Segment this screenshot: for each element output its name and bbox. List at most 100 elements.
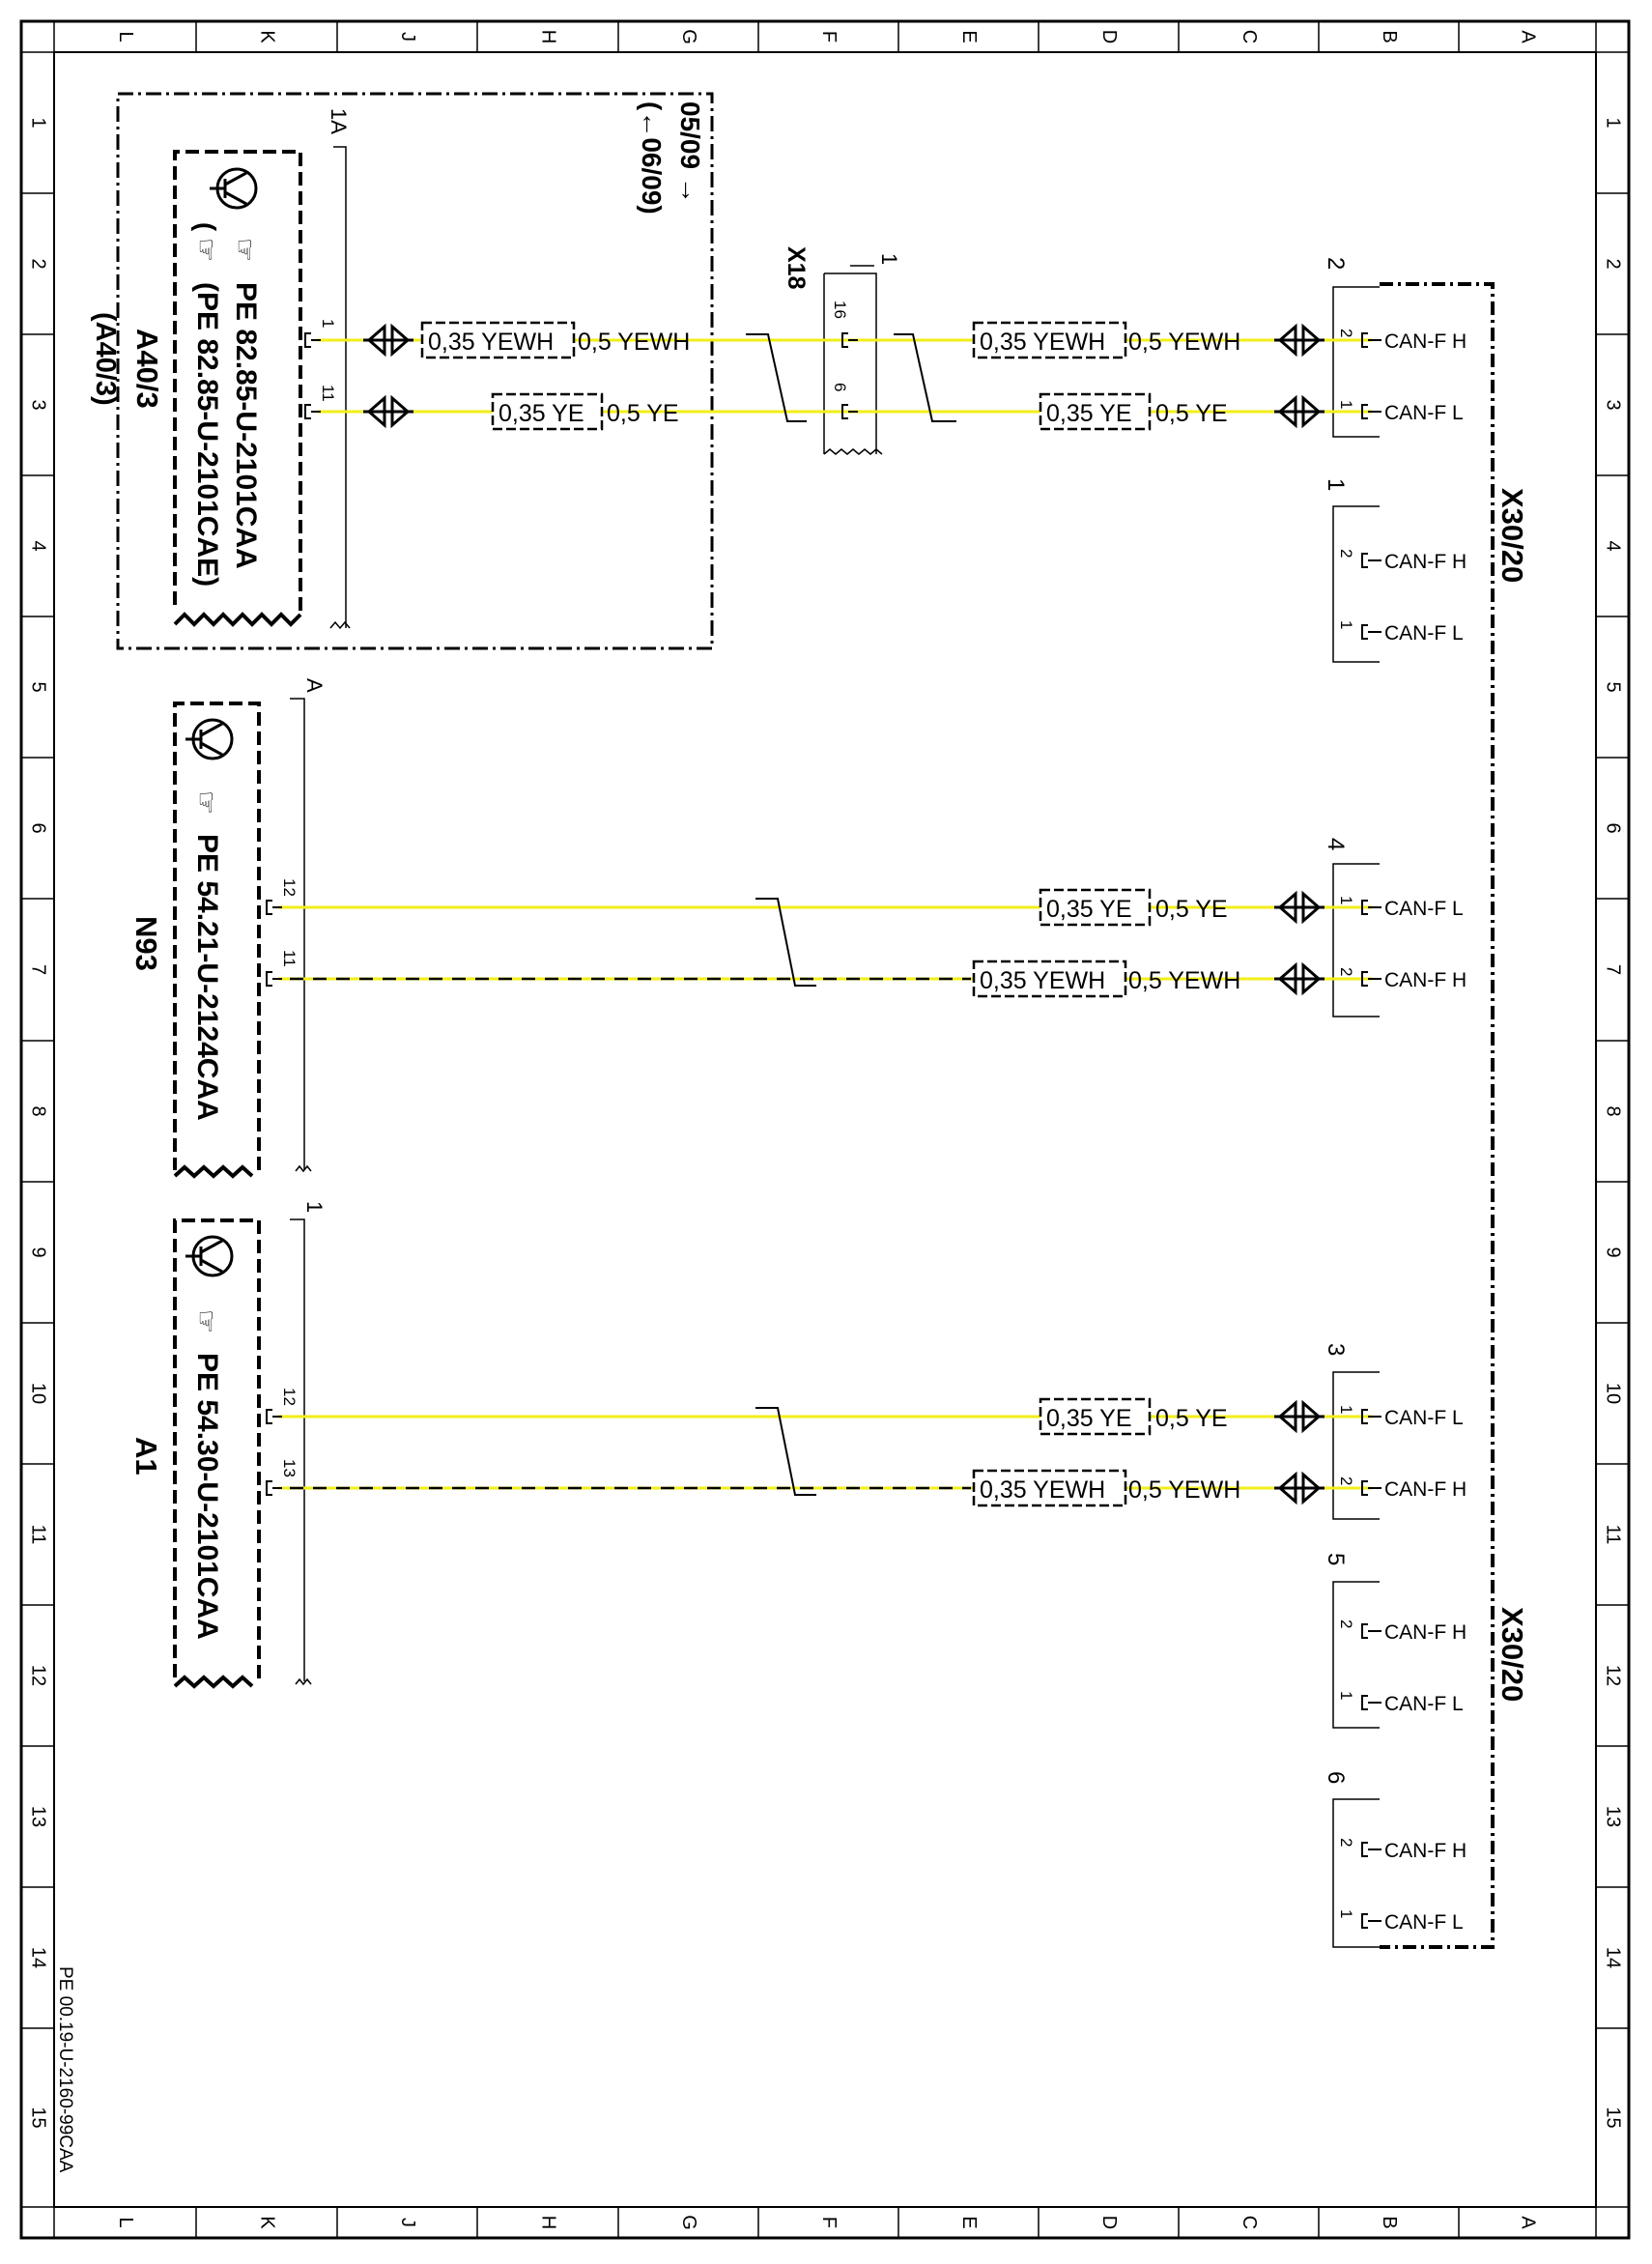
grid-row-label: 9 — [1603, 1247, 1624, 1257]
plug-connection-symbol — [1274, 1399, 1324, 1434]
x18-housing — [823, 272, 883, 455]
x30-pin-terminal — [1361, 1695, 1381, 1710]
grid-column-label: C — [1239, 30, 1260, 43]
grid-row-label: 10 — [1603, 1383, 1624, 1404]
a1-ref: PE 54.30-U-2101CAA — [191, 1353, 223, 1640]
grid-row-label: 5 — [28, 681, 49, 692]
a40-can-l-label-box — [491, 392, 604, 431]
n93-can-h-label-large: 0,5 YEWH — [1128, 967, 1240, 994]
x30-pin-signal: CAN-F H — [1384, 1478, 1467, 1501]
n93-pin-12: 12 — [280, 878, 299, 897]
grid-row-label: 3 — [28, 399, 49, 410]
plug-connection-symbol — [1274, 323, 1324, 358]
a1-can-l-label-large: 0,5 YE — [1155, 1405, 1228, 1432]
x30-can-h-label-large-1: 0,5 YEWH — [1128, 329, 1240, 356]
grid-row-label: 11 — [28, 1525, 49, 1545]
x30-group-3-number: 3 — [1323, 1343, 1349, 1356]
a40-can-h-label-box — [420, 321, 576, 359]
grid-row-label: 1 — [28, 117, 49, 128]
x30-pin-terminal — [1361, 624, 1381, 640]
grid-row-label: 13 — [28, 1806, 49, 1827]
grid-row-label: 9 — [28, 1247, 49, 1257]
outer-frame — [19, 19, 1631, 2240]
x30-pin-number: 1 — [1337, 1909, 1355, 1918]
grid-row-label: 7 — [28, 964, 49, 975]
grid-column-label: B — [1379, 2216, 1400, 2228]
x30-pin-signal: CAN-F L — [1384, 1693, 1464, 1715]
x30-pin-terminal — [1361, 1623, 1381, 1639]
grid-column-label: A — [1518, 2216, 1539, 2229]
x30-can-h-label-box-1 — [972, 321, 1127, 359]
grid-column-label: J — [397, 2218, 418, 2227]
grid-row-label: 6 — [28, 822, 49, 833]
transistor-icon — [185, 722, 223, 757]
grid-column-label: H — [538, 30, 559, 43]
grid-row-label: 13 — [1603, 1806, 1624, 1827]
x30-pin-terminal — [1361, 553, 1381, 568]
pin-terminal — [266, 1480, 282, 1496]
grid-row-label: 10 — [28, 1383, 49, 1404]
pin-terminal — [304, 332, 321, 348]
x30-can-h-label-small-1: 0,35 YEWH — [980, 329, 1105, 356]
grid-row-label: 8 — [1603, 1105, 1624, 1116]
plug-connection-symbol — [1274, 890, 1324, 925]
grid-column-label: E — [958, 30, 980, 43]
n93-can-l-label-small: 0,35 YE — [1046, 896, 1132, 923]
x30-pin-signal: CAN-F H — [1384, 1621, 1467, 1644]
pin-terminal — [841, 404, 858, 419]
grid-column-label: J — [397, 32, 418, 42]
x30-pin-number: 2 — [1337, 329, 1355, 337]
grid-column-label: H — [538, 2216, 559, 2229]
a40-can-l-label-small: 0,35 YE — [498, 400, 584, 427]
x30-pin-terminal — [1361, 1480, 1381, 1496]
grid-row-label: 11 — [1603, 1525, 1624, 1545]
a40-can-l-label-large: 0,5 YE — [607, 400, 679, 427]
n93-break-mark — [173, 1164, 254, 1179]
grid-column-label: F — [818, 2217, 840, 2228]
n93-pin-11: 11 — [280, 950, 299, 967]
grid-column-label: G — [678, 2215, 699, 2230]
plug-connection-symbol — [1274, 1471, 1324, 1505]
x30-group-6-bracket — [1332, 1798, 1380, 1948]
x30-pin-terminal — [1361, 1842, 1381, 1857]
x30-pin-terminal — [1361, 1409, 1381, 1424]
grid-row-label: 8 — [28, 1105, 49, 1116]
x30-pin-terminal — [1361, 1913, 1381, 1929]
grid-column-label: K — [257, 30, 278, 43]
n93-can-h-label-small: 0,35 YEWH — [980, 967, 1105, 994]
x30-pin-number: 1 — [1337, 400, 1355, 409]
grid-column-label: D — [1098, 2216, 1120, 2229]
n93-ref: PE 54.21-U-2124CAA — [191, 834, 223, 1121]
grid-row-label: 6 — [1603, 822, 1624, 833]
x30-pin-number: 2 — [1337, 1619, 1355, 1628]
x30-group-3-bracket — [1332, 1371, 1380, 1520]
a40-ref-alt: (PE 82.85-U-2101CAE) — [191, 282, 223, 587]
plug-connection-symbol — [363, 323, 413, 358]
a1-can-h-label-large: 0,5 YEWH — [1128, 1476, 1240, 1504]
grid-column-label: B — [1379, 30, 1400, 43]
grid-column-label: E — [958, 2216, 980, 2228]
plug-connection-symbol — [1274, 394, 1324, 429]
a40-connector-label: 1A — [327, 108, 351, 134]
a40-name: A40/3 — [130, 329, 164, 409]
grid-column-label: F — [818, 31, 840, 43]
pin-terminal — [266, 1409, 282, 1424]
x30-housing — [1380, 282, 1495, 1949]
x30-pin-terminal — [1361, 971, 1381, 987]
grid-row-label: 2 — [28, 258, 49, 269]
x30-pin-number: 2 — [1337, 1838, 1355, 1847]
a1-connector-label: 1 — [302, 1201, 327, 1213]
transistor-icon — [185, 1239, 223, 1274]
x30-pin-signal: CAN-F L — [1384, 1407, 1464, 1429]
x30-pin-signal: CAN-F L — [1384, 622, 1464, 645]
pin-terminal — [841, 332, 858, 348]
x18-pin-16: 16 — [831, 301, 849, 319]
x30-pin-signal: CAN-F H — [1384, 1840, 1467, 1862]
x30-pin-number: 1 — [1337, 896, 1355, 904]
x30-pin-signal: CAN-F H — [1384, 330, 1467, 353]
x30-top-label: X30/20 — [1495, 488, 1529, 583]
grid-row-label: 14 — [28, 1947, 49, 1968]
a40-document-pointer-icon: ☞ — [230, 238, 260, 262]
